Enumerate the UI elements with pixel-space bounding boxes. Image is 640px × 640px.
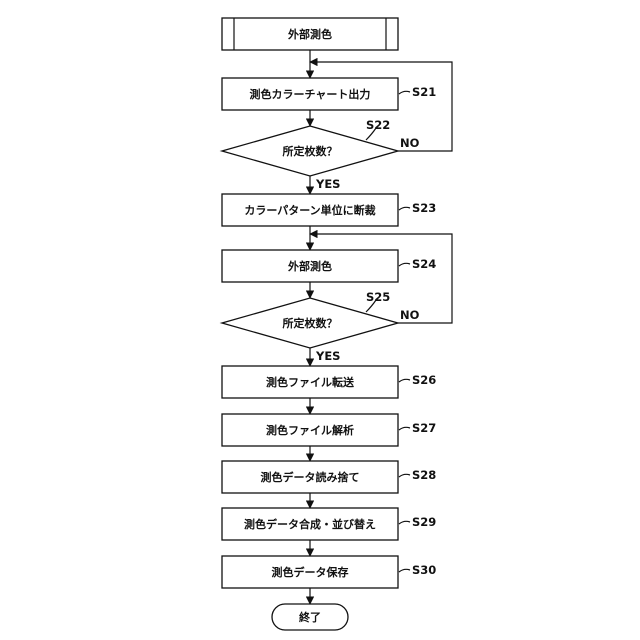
s22-label: S22: [366, 118, 390, 132]
leader-s23: [399, 207, 410, 210]
leader-s29: [399, 521, 410, 524]
s22-text: 所定枚数？: [283, 144, 338, 158]
leader-s26: [399, 379, 410, 382]
s27-label: S27: [412, 421, 436, 435]
s29-text: 測色データ合成・並び替え: [244, 517, 376, 531]
s21-text: 測色カラーチャート出力: [250, 87, 371, 101]
decision-s22: 所定枚数？ S22 NO YES: [222, 118, 420, 191]
s21-label: S21: [412, 85, 436, 99]
s29-label: S29: [412, 515, 436, 529]
leader-s27: [399, 427, 410, 430]
s25-yes-label: YES: [315, 349, 340, 363]
leader-s21: [399, 91, 410, 94]
step-s27: 測色ファイル解析 S27: [222, 414, 436, 446]
end-terminator: 終了: [272, 604, 348, 630]
start-text: 外部測色: [287, 27, 332, 41]
step-s21: 測色カラーチャート出力 S21: [222, 78, 436, 110]
leader-s24: [399, 263, 410, 266]
step-s30: 測色データ保存 S30: [222, 556, 436, 588]
step-s29: 測色データ合成・並び替え S29: [222, 508, 436, 540]
end-text: 終了: [299, 610, 321, 624]
s30-text: 測色データ保存: [272, 565, 349, 579]
step-s28: 測色データ読み捨て S28: [222, 461, 436, 493]
leader-s28: [399, 474, 410, 477]
s26-text: 測色ファイル転送: [266, 375, 355, 389]
s25-no-label: NO: [400, 308, 420, 322]
leader-s30: [399, 569, 410, 572]
step-s26: 測色ファイル転送 S26: [222, 366, 436, 398]
s25-label: S25: [366, 290, 390, 304]
s27-text: 測色ファイル解析: [266, 423, 354, 437]
s30-label: S30: [412, 563, 436, 577]
step-s24: 外部測色 S24: [222, 250, 436, 282]
s25-text: 所定枚数？: [283, 316, 338, 330]
s23-text: カラーパターン単位に断裁: [244, 203, 375, 217]
s28-label: S28: [412, 468, 436, 482]
s22-yes-label: YES: [315, 177, 340, 191]
s22-no-label: NO: [400, 136, 420, 150]
start-predefined-process: 外部測色: [222, 18, 398, 50]
step-s23: カラーパターン単位に断裁 S23: [222, 194, 436, 226]
s26-label: S26: [412, 373, 436, 387]
decision-s25: 所定枚数？ S25 NO YES: [222, 290, 420, 363]
s24-label: S24: [412, 257, 436, 271]
s28-text: 測色データ読み捨て: [261, 470, 360, 484]
s23-label: S23: [412, 201, 436, 215]
s24-text: 外部測色: [287, 259, 332, 273]
